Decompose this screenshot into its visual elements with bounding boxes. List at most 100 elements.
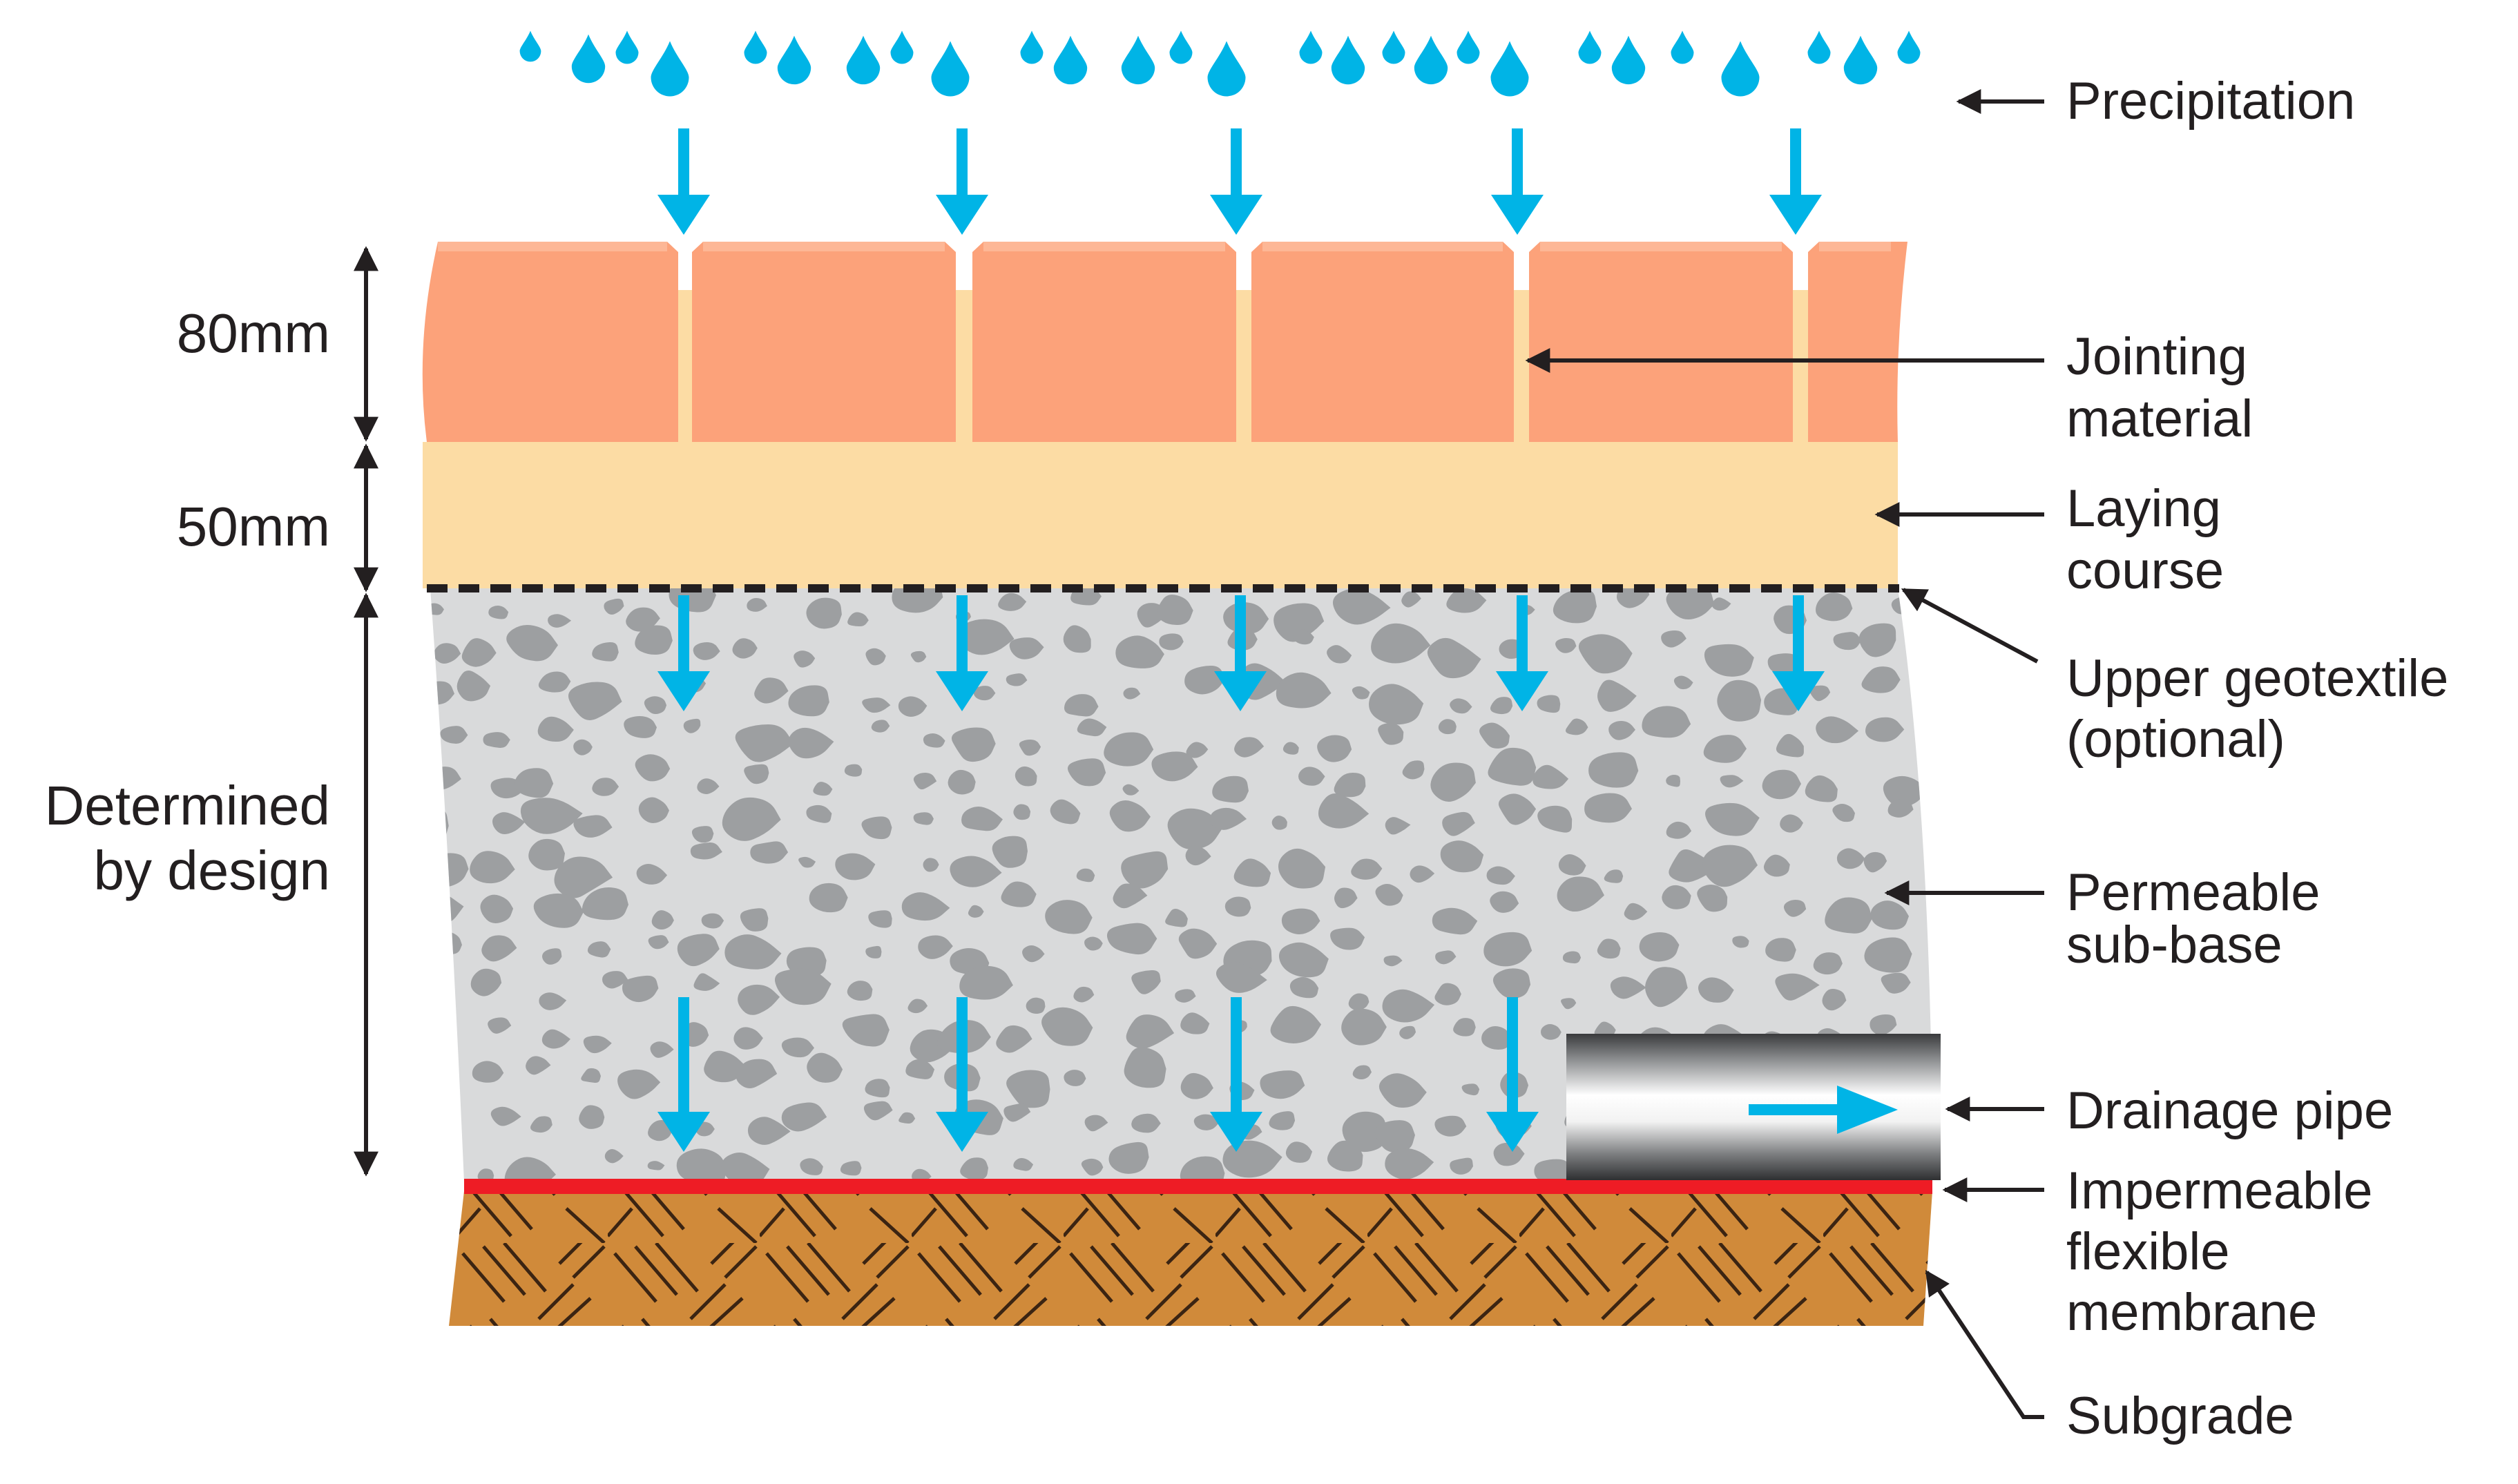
raindrop-icon xyxy=(777,35,811,85)
aggregate-stone xyxy=(1553,589,1597,624)
aggregate-stone xyxy=(1222,1140,1282,1178)
aggregate-stone xyxy=(1704,644,1754,677)
aggregate-stone xyxy=(1562,951,1582,964)
aggregate-stone xyxy=(1442,811,1475,836)
raindrop-icon xyxy=(651,41,689,97)
aggregate-stone xyxy=(1289,976,1319,999)
aggregate-stone xyxy=(968,905,984,918)
aggregate-stone xyxy=(1639,932,1680,962)
paver-block xyxy=(972,242,1236,442)
aggregate-stone xyxy=(1352,686,1370,700)
aggregate-stone xyxy=(492,812,526,834)
aggregate-stone xyxy=(865,1079,890,1098)
aggregate-stone xyxy=(1274,603,1325,642)
aggregate-stone xyxy=(1836,848,1865,869)
aggregate-stone xyxy=(1698,977,1734,1003)
aggregate-stone xyxy=(788,685,829,717)
aggregate-stone xyxy=(910,651,927,663)
aggregate-stone xyxy=(1661,630,1686,648)
raindrop-icon xyxy=(1414,35,1448,85)
aggregate-stone xyxy=(1493,1142,1525,1166)
aggregate-stone xyxy=(1185,845,1211,866)
precipitation-arrow-head xyxy=(1491,195,1544,235)
aggregate-stone xyxy=(1557,876,1604,912)
aggregate-stone xyxy=(1175,989,1196,1003)
aggregate-stone xyxy=(651,910,674,930)
aggregate-stone xyxy=(1498,793,1537,825)
aggregate-stone xyxy=(693,642,720,660)
aggregate-stone xyxy=(1610,976,1646,999)
aggregate-stone xyxy=(626,607,660,632)
aggregate-stone xyxy=(898,1112,916,1124)
aggregate-stone xyxy=(1832,804,1855,822)
aggregate-stone xyxy=(477,1168,494,1182)
aggregate-stone xyxy=(506,624,558,662)
aggregate-stone xyxy=(1608,720,1635,740)
label-jointing-line1: Jointing xyxy=(2066,327,2247,386)
aggregate-stone xyxy=(636,863,668,885)
aggregate-stone xyxy=(733,1027,763,1050)
aggregate-stone xyxy=(1717,680,1762,722)
jointing-gap xyxy=(1236,290,1251,443)
aggregate-stone xyxy=(918,935,953,959)
aggregate-stone xyxy=(1666,588,1715,620)
aggregate-stone xyxy=(724,934,782,970)
aggregate-stone xyxy=(604,1148,624,1164)
raindrop-icon xyxy=(1897,30,1921,64)
label-laying-line2: course xyxy=(2066,541,2224,600)
aggregate-stone xyxy=(1084,1115,1108,1132)
precipitation-arrow-head xyxy=(1210,195,1262,235)
aggregate-stone xyxy=(1334,887,1358,909)
aggregate-stone xyxy=(1375,884,1403,906)
label-geotextile-line2: (optional) xyxy=(2066,710,2285,769)
aggregate-stone xyxy=(583,1035,612,1054)
aggregate-stone xyxy=(744,764,769,784)
aggregate-stone xyxy=(515,768,554,798)
raindrop-icon xyxy=(1457,30,1480,64)
aggregate-stone xyxy=(1813,952,1843,975)
aggregate-stone xyxy=(1762,769,1801,800)
aggregate-stone xyxy=(592,778,619,796)
aggregate-stone xyxy=(1009,637,1044,659)
drainage-arrow-head xyxy=(936,1112,988,1152)
aggregate-stone xyxy=(1180,1012,1210,1034)
aggregate-stone xyxy=(1077,718,1107,737)
aggregate-stone xyxy=(1870,900,1909,930)
aggregate-stone xyxy=(461,638,497,667)
aggregate-stone xyxy=(650,1041,674,1058)
aggregate-stone xyxy=(697,778,720,794)
aggregate-stone xyxy=(1278,942,1329,978)
aggregate-stone xyxy=(472,1061,504,1083)
aggregate-stone xyxy=(1410,865,1435,883)
aggregate-stone xyxy=(430,603,444,615)
aggregate-stone xyxy=(1401,591,1421,608)
aggregate-stone xyxy=(1450,698,1472,714)
raindrop-icon xyxy=(1299,30,1323,64)
aggregate-stone xyxy=(1108,1141,1149,1174)
aggregate-stone xyxy=(647,1161,665,1170)
laying-course-layer xyxy=(423,442,1898,588)
aggregate-stone xyxy=(1342,1111,1387,1153)
paver-block xyxy=(1529,242,1793,442)
aggregate-stone xyxy=(1825,897,1872,934)
aggregate-stone xyxy=(624,715,657,738)
aggregate-stone xyxy=(573,815,613,838)
aggregate-stone xyxy=(913,773,937,790)
aggregate-stone xyxy=(788,727,834,759)
aggregate-stone xyxy=(892,588,943,613)
aggregate-stone xyxy=(863,1101,893,1121)
aggregate-stone xyxy=(1106,923,1157,955)
aggregate-stone xyxy=(747,598,767,612)
aggregate-stone xyxy=(1402,760,1425,780)
aggregate-stone xyxy=(1378,1073,1427,1108)
raindrop-icon xyxy=(1578,30,1602,64)
dimension-paving: 80mm xyxy=(177,302,330,364)
aggregate-stone xyxy=(961,807,1003,831)
raindrop-icon xyxy=(519,30,541,62)
aggregate-stone xyxy=(648,1119,673,1141)
raindrop-icon xyxy=(1121,35,1155,85)
aggregate-stone xyxy=(582,887,628,921)
aggregate-stone xyxy=(992,836,1028,868)
aggregate-stone xyxy=(1532,764,1569,789)
aggregate-stone xyxy=(800,1158,823,1175)
